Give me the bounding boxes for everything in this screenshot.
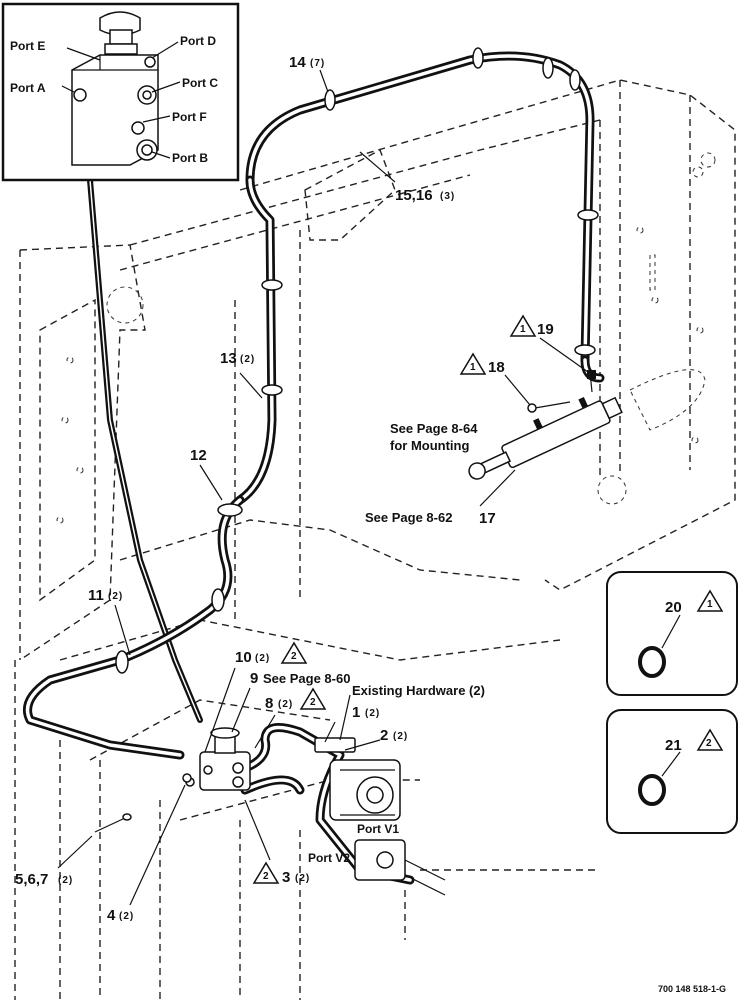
callout-20-number: 20 [665,599,682,616]
callout-2-qty: (2) [393,731,408,742]
callout-14: 14 (7) [289,54,325,71]
callout-14-qty: (7) [310,58,325,69]
callout-9-note: See Page 8-60 [263,671,350,686]
mounting-note-line2: for Mounting [390,438,469,453]
callout-9-number: 9 [250,670,258,687]
selector-valve [185,727,251,791]
port-v2-label: Port V2 [308,851,350,865]
port-b-label: Port B [172,151,208,165]
port-a-label: Port A [10,81,46,95]
callout-1: 1 (2) [352,704,380,721]
callout-4-number: 4 [107,907,116,924]
callout-10-number: 10 [235,649,252,666]
callout-21-warning: 2 [706,738,713,749]
callout-8-warning: 2 [310,697,317,708]
callout-17-number: 17 [479,510,496,527]
callout-18: 1 18 [459,352,505,376]
callout-12-number: 12 [190,447,207,464]
callout-3: 2 3 (2) [252,861,310,886]
mounting-note-line1: See Page 8-64 [390,421,478,436]
callout-3-warning: 2 [263,871,270,882]
hydraulic-cylinder [468,396,623,480]
port-c-label: Port C [182,76,218,90]
port-e-label: Port E [10,39,45,53]
callout-8-qty: (2) [278,699,293,710]
callout-2-number: 2 [380,727,388,744]
callout-1-qty: (2) [365,708,380,719]
drawing-code: 700 148 518-1-G [658,984,726,994]
hose-assembly-upper [23,51,605,760]
callout-3-qty: (2) [295,873,310,884]
port-f-label: Port F [172,110,207,124]
callout-15-16-number: 15,16 [395,187,433,204]
callout-9: 9 See Page 8-60 [250,670,350,687]
callout-13-qty: (2) [240,354,255,365]
callout-11-qty: (2) [108,591,123,602]
callout-10-warning: 2 [291,651,298,662]
fittings-18-19 [527,370,596,413]
hose-clamps [115,47,599,674]
callout-1-number: 1 [352,704,360,721]
callout-18-warning: 1 [470,362,477,373]
callout-15-16: 15,16 (3) [395,187,455,204]
callout-8: 8 (2) 2 [265,687,327,712]
callout-21-number: 21 [665,737,682,754]
callout-10-qty: (2) [255,653,270,664]
callout-17: See Page 8-62 17 [365,510,496,527]
port-v2: Port V2 [308,851,350,865]
callout-14-number: 14 [289,54,306,71]
pump-assembly [314,737,446,896]
bolt-5-6-7 [94,813,132,833]
callout-13: 13 (2) [220,350,255,367]
callout-4-qty: (2) [119,911,134,922]
callout-5-6-7: 5,6,7 (2) [15,871,73,888]
callout-15-16-qty: (3) [440,191,455,202]
callout-4: 4 (2) [107,907,134,924]
callout-19-number: 19 [537,321,554,338]
callout-2: 2 (2) [380,727,408,744]
callout-11: 11 (2) [88,587,123,604]
callout-17-note: See Page 8-62 [365,510,452,525]
callout-leaders [57,69,589,906]
mounting-note: See Page 8-64 for Mounting [390,421,478,453]
port-v1-label: Port V1 [357,822,399,836]
callout-10: 10 (2) 2 [235,641,308,666]
callout-5-6-7-qty: (2) [58,875,73,886]
nut-4 [182,773,192,783]
port-v1: Port V1 [357,822,399,836]
oring-box-20: 20 1 [606,571,738,696]
callout-8-number: 8 [265,695,273,712]
callout-11-number: 11 [88,587,104,604]
callout-18-number: 18 [488,359,505,376]
inset-valve-box: Port E Port D Port A Port C Port F Port … [1,2,240,182]
callout-5-6-7-number: 5,6,7 [15,871,48,888]
callout-19-warning: 1 [520,324,527,335]
long-tube [87,177,203,723]
port-d-label: Port D [180,34,216,48]
callout-20-warning: 1 [707,599,714,610]
callout-3-number: 3 [282,869,290,886]
machine-frame [14,79,736,1000]
callout-19: 1 19 [509,314,554,338]
callout-12: 12 [190,447,207,464]
existing-hardware-note: Existing Hardware (2) [352,683,485,698]
existing-hardware-label: Existing Hardware (2) [352,683,485,698]
oring-box-21: 21 2 [606,709,738,834]
callout-13-number: 13 [220,350,237,367]
hose-assembly-lower [235,723,415,885]
